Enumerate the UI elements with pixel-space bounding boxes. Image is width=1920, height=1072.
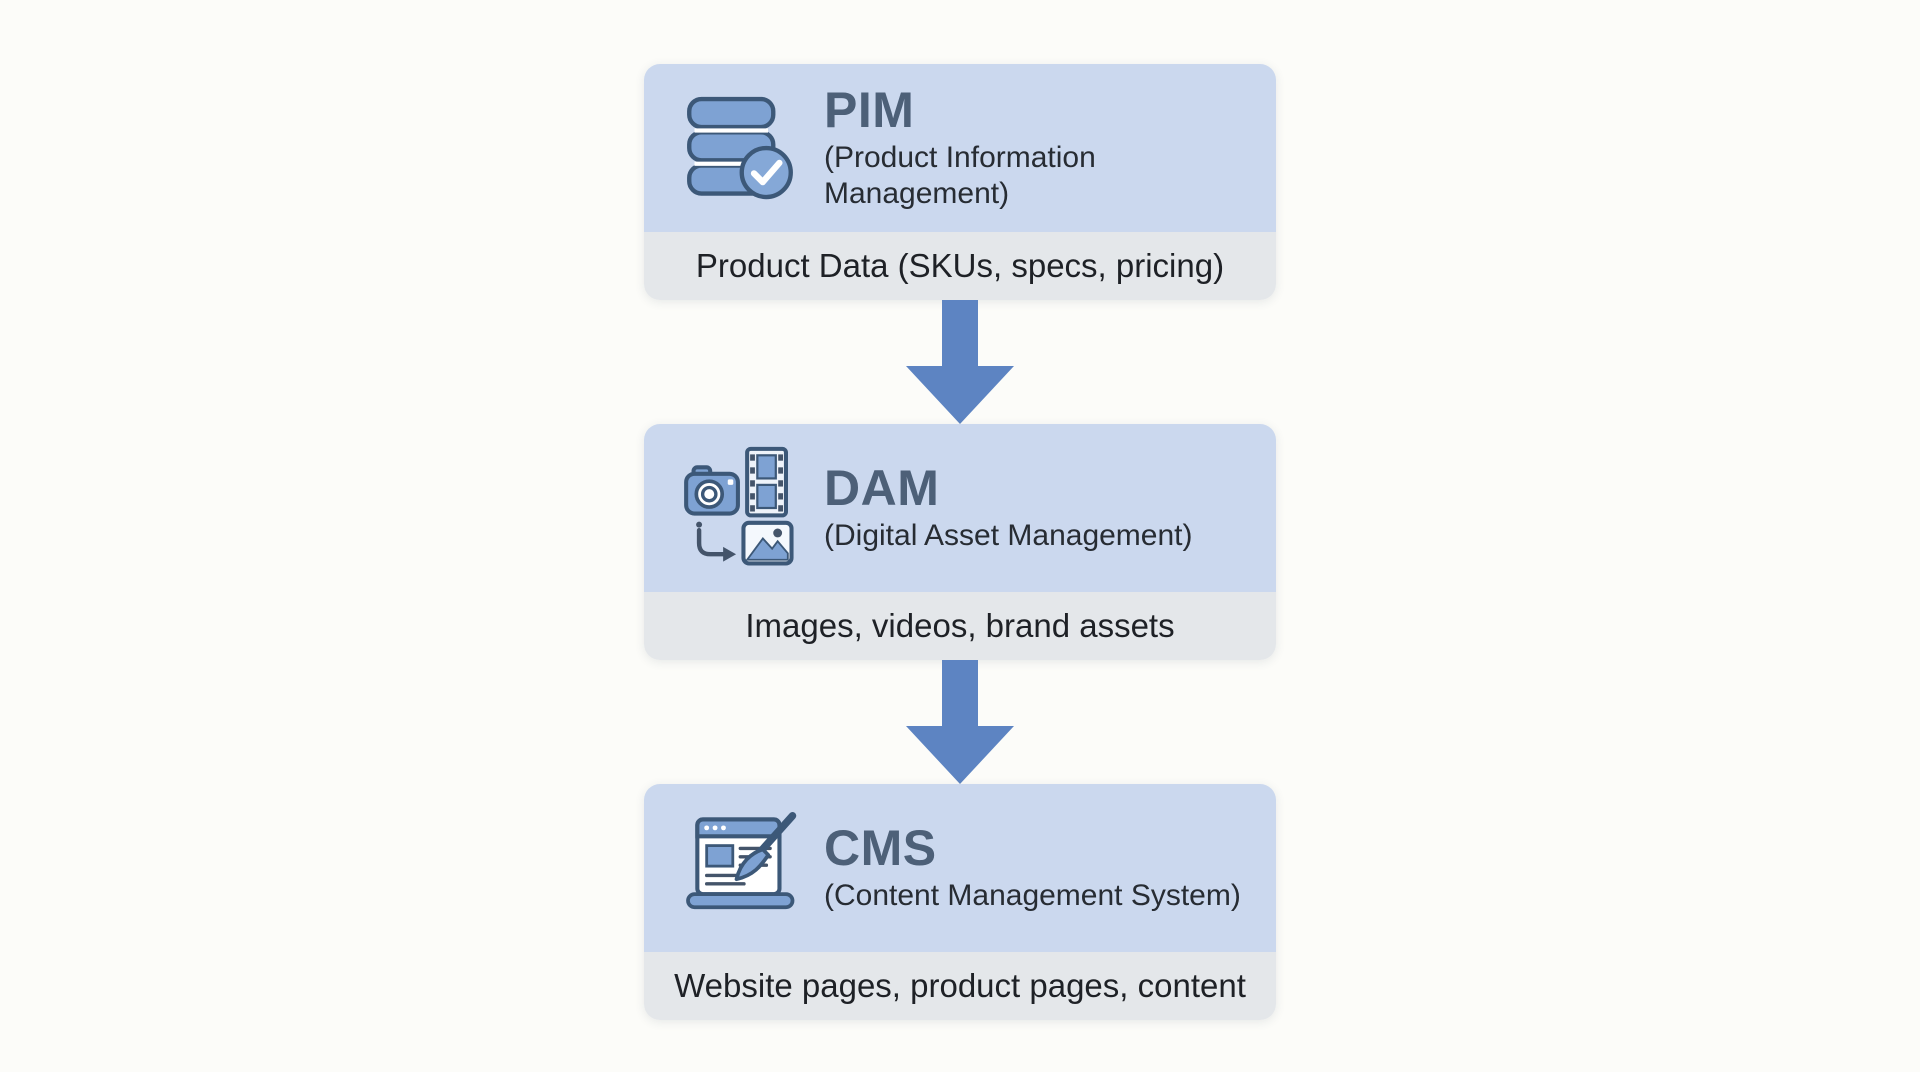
- cms-detail-text: Website pages, product pages, content: [674, 967, 1246, 1004]
- pim-title: PIM: [824, 81, 915, 138]
- flow-arrow-pim-to-dam: [906, 300, 1014, 424]
- dam-subtitle: (Digital Asset Management): [824, 519, 1193, 553]
- cms-header: CMS (Content Management System): [644, 784, 1276, 952]
- cms-detail-bar: Website pages, product pages, content: [644, 952, 1276, 1020]
- database-check-icon: [687, 96, 793, 200]
- dam-header: DAM (Digital Asset Management): [644, 424, 1276, 592]
- pim-icon-wrap: [684, 93, 824, 203]
- filmstrip-icon: [745, 446, 789, 518]
- photo-icon: [741, 520, 794, 566]
- node-pim: PIM (Product Information Management) Pro…: [644, 64, 1276, 300]
- arrow-down-icon: [906, 660, 1014, 784]
- disc-seam: [694, 128, 768, 133]
- check-mark: [750, 159, 783, 186]
- dam-detail-bar: Images, videos, brand assets: [644, 592, 1276, 660]
- node-dam: DAM (Digital Asset Management) Images, v…: [644, 424, 1276, 660]
- cms-title: CMS: [824, 819, 937, 876]
- paintbrush-icon: [734, 812, 797, 882]
- pim-detail-bar: Product Data (SKUs, specs, pricing): [644, 232, 1276, 300]
- pim-detail-text: Product Data (SKUs, specs, pricing): [695, 247, 1225, 284]
- check-badge: [739, 145, 793, 200]
- media-assets-icon: [684, 446, 794, 566]
- cms-subtitle: (Content Management System): [824, 879, 1241, 913]
- dam-detail-text: Images, videos, brand assets: [745, 607, 1175, 644]
- cms-icon-wrap: [684, 812, 824, 924]
- dam-title: DAM: [824, 459, 940, 516]
- arrow-down-icon: [906, 300, 1014, 424]
- redirect-arrow-icon: [696, 521, 737, 562]
- camera-icon: [684, 465, 740, 516]
- disc-seam: [694, 161, 768, 166]
- flow-arrow-dam-to-cms: [906, 660, 1014, 784]
- pim-header: PIM (Product Information Management): [644, 64, 1276, 232]
- laptop-paintbrush-icon: [686, 812, 797, 910]
- dam-icon-wrap: [684, 446, 824, 569]
- laptop-base: [686, 892, 795, 910]
- pim-subtitle: (Product Information Management): [824, 141, 1096, 211]
- node-cms: CMS (Content Management System) Website …: [644, 784, 1276, 1020]
